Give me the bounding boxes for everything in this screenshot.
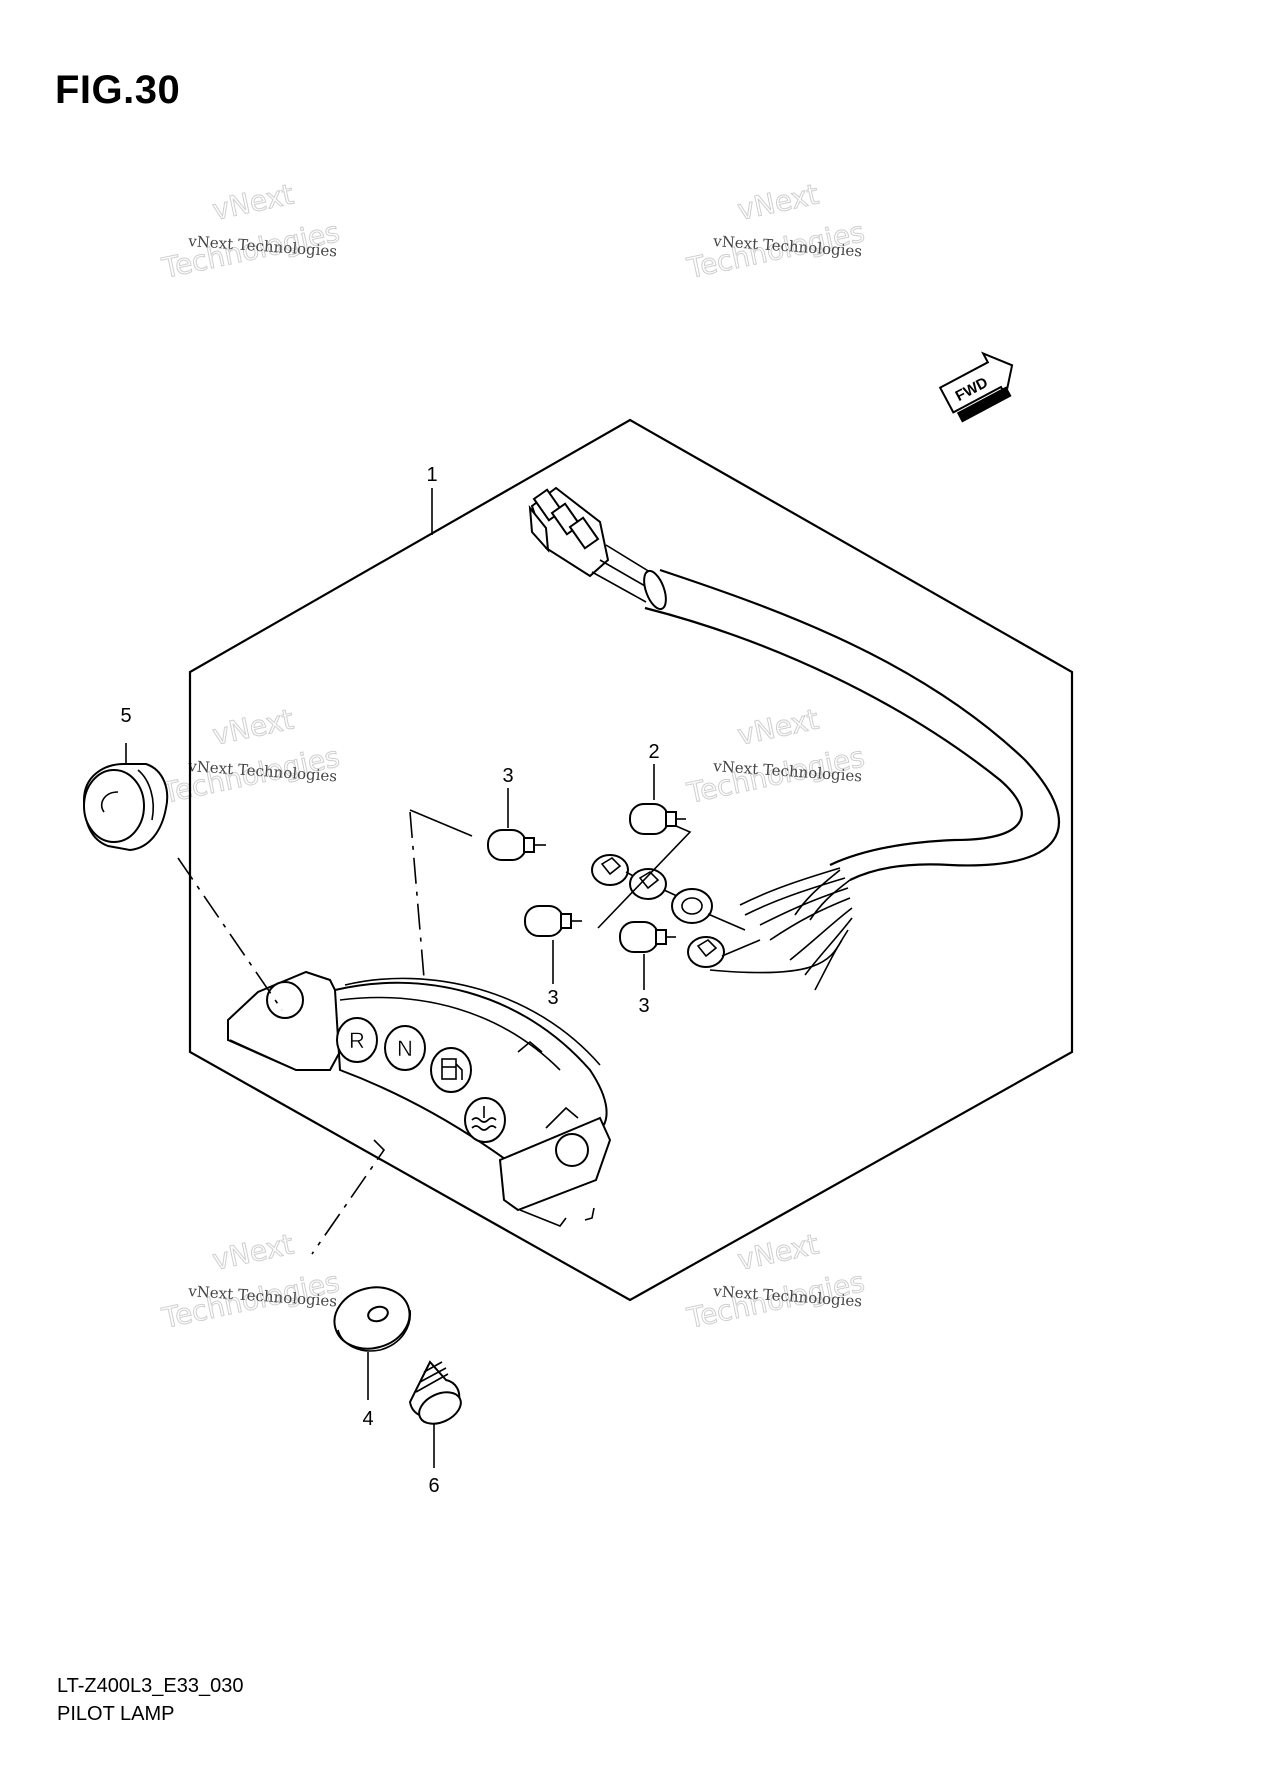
svg-text:N: N xyxy=(397,1036,413,1061)
callout-3: 3 xyxy=(547,987,558,1009)
watermark-low-left: vNext Technologies vNext Technologies xyxy=(158,1227,343,1335)
figure-name: PILOT LAMP xyxy=(57,1703,175,1725)
callout-2: 2 xyxy=(648,741,659,763)
watermark-mid-center: vNext Technologies vNext Technologies xyxy=(683,702,868,810)
callout-3: 3 xyxy=(638,995,649,1017)
grommet xyxy=(82,743,169,852)
svg-text:R: R xyxy=(349,1028,365,1053)
indicator-n: N xyxy=(384,1025,426,1071)
pilot-lamp-housing: R N xyxy=(227,970,612,1227)
wire-connector xyxy=(528,486,653,603)
svg-text:vNext: vNext xyxy=(735,178,822,227)
screw xyxy=(408,1360,462,1468)
svg-text:vNext: vNext xyxy=(210,178,297,227)
wire-harness xyxy=(643,568,1060,921)
figure-title: FIG.30 xyxy=(55,68,181,112)
fuel-indicator-icon xyxy=(430,1047,472,1093)
indicator-r: R xyxy=(336,1017,378,1063)
watermark-top-center: vNext Technologies vNext Technologies xyxy=(683,177,868,285)
figure-code: LT-Z400L3_E33_030 xyxy=(57,1675,244,1697)
svg-text:vNext: vNext xyxy=(210,1228,297,1277)
bulb-3 xyxy=(524,905,582,937)
watermark-low-center: vNext Technologies vNext Technologies xyxy=(683,1227,868,1335)
watermark-mid-left: vNext Technologies vNext Technologies xyxy=(158,702,343,810)
bulb-socket xyxy=(687,936,761,968)
callout-6: 6 xyxy=(428,1475,439,1497)
bulb-3 xyxy=(619,921,676,953)
bulb-socket xyxy=(629,868,691,903)
callout-4: 4 xyxy=(362,1408,373,1430)
svg-text:vNext: vNext xyxy=(210,703,297,752)
callout-5: 5 xyxy=(120,705,131,727)
coolant-temperature-icon xyxy=(464,1097,506,1143)
fwd-arrow-icon: FWD xyxy=(938,351,1014,423)
wire-bundle xyxy=(709,867,853,991)
callout-1: 1 xyxy=(426,464,437,486)
bulb-2 xyxy=(629,803,686,835)
bulb-socket xyxy=(671,888,746,931)
washer xyxy=(333,1286,411,1400)
watermark-top-left: vNext Technologies vNext Technologies xyxy=(158,177,343,285)
assembly-outline xyxy=(188,418,1074,1302)
bulb-3 xyxy=(487,829,546,861)
svg-text:vNext: vNext xyxy=(735,703,822,752)
callout-3: 3 xyxy=(502,765,513,787)
